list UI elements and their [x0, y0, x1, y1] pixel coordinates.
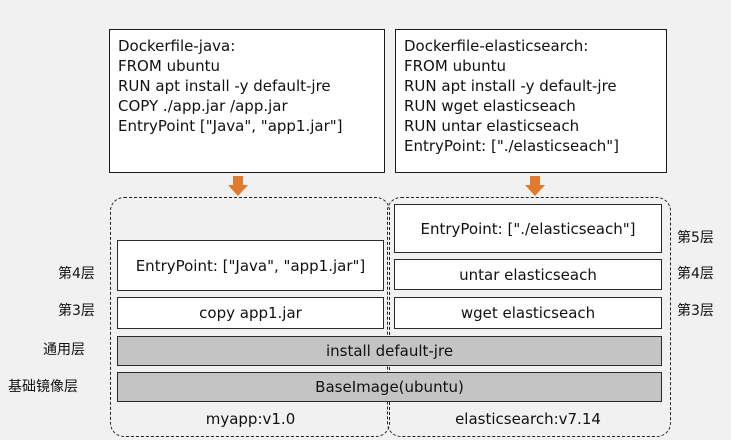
layer-java-copy: copy app1.jar — [117, 297, 384, 329]
dockerfile-java-line: Dockerfile-java: — [118, 37, 236, 55]
dockerfile-elasticsearch-box: Dockerfile-elasticsearch: FROM ubuntu RU… — [395, 29, 667, 173]
caption-myapp: myapp:v1.0 — [205, 410, 296, 428]
image-myapp-outline — [110, 197, 390, 437]
dockerfile-es-line: RUN wget elasticseach — [404, 97, 576, 115]
layer-shared-jre-label: install default-jre — [325, 342, 454, 360]
down-arrow-icon — [525, 176, 545, 196]
layer-shared-jre: install default-jre — [117, 336, 662, 366]
dockerfile-java-line: FROM ubuntu — [118, 57, 220, 75]
layer-es-untar-label: untar elasticseach — [459, 265, 597, 284]
image-elasticsearch-outline — [387, 197, 671, 437]
dockerfile-java-box: Dockerfile-java: FROM ubuntu RUN apt ins… — [109, 29, 385, 173]
dockerfile-java-line: RUN apt install -y default-jre — [118, 77, 331, 95]
caption-elasticsearch: elasticsearch:v7.14 — [455, 410, 601, 428]
dockerfile-java-line: EntryPoint ["Java", "app1.jar"] — [118, 117, 343, 135]
label-left-layer4: 第4层 — [58, 266, 95, 282]
label-left-layer3: 第3层 — [58, 303, 95, 319]
layer-es-untar: untar elasticseach — [394, 259, 662, 290]
label-right-layer3: 第3层 — [677, 303, 714, 319]
dockerfile-es-line: FROM ubuntu — [404, 57, 506, 75]
layer-java-entrypoint-label: EntryPoint: ["Java", "app1.jar"] — [135, 256, 366, 275]
down-arrow-icon — [228, 176, 248, 196]
layer-shared-base-label: BaseImage(ubuntu) — [315, 378, 464, 396]
dockerfile-es-line: EntryPoint: ["./elasticseach"] — [404, 137, 619, 155]
label-left-common: 通用层 — [43, 342, 85, 358]
layer-shared-base: BaseImage(ubuntu) — [117, 372, 662, 402]
dockerfile-es-line: RUN untar elasticseach — [404, 117, 580, 135]
dockerfile-java-line: COPY ./app.jar /app.jar — [118, 97, 288, 115]
layer-java-entrypoint: EntryPoint: ["Java", "app1.jar"] — [117, 240, 384, 291]
dockerfile-es-line: RUN apt install -y default-jre — [404, 77, 617, 95]
label-left-base: 基础镜像层 — [8, 379, 78, 395]
layer-es-entrypoint-label: EntryPoint: ["./elasticseach"] — [420, 219, 636, 238]
layer-java-copy-label: copy app1.jar — [199, 304, 302, 322]
dockerfile-es-line: Dockerfile-elasticsearch: — [404, 37, 589, 55]
label-right-layer4: 第4层 — [677, 266, 714, 282]
layer-es-wget-label: wget elasticseach — [460, 304, 596, 322]
layer-es-wget: wget elasticseach — [394, 297, 662, 329]
layer-es-entrypoint: EntryPoint: ["./elasticseach"] — [394, 204, 662, 253]
label-right-layer5: 第5层 — [677, 230, 714, 246]
